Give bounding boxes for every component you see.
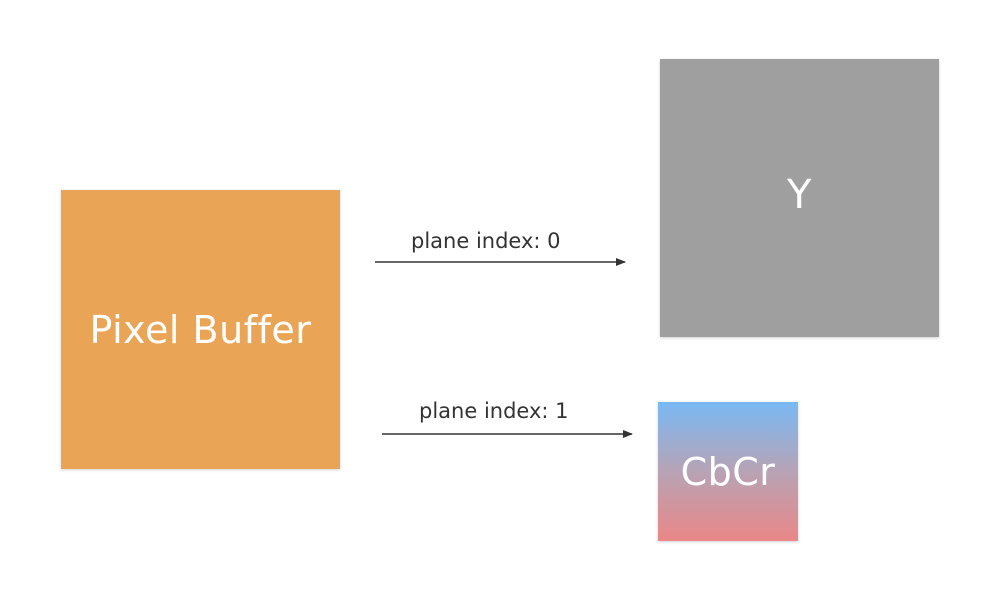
arrow-label-plane-0: plane index: 0 — [411, 229, 561, 253]
plane-y-label: Y — [787, 172, 812, 218]
pixel-buffer-box: Pixel Buffer — [61, 190, 340, 469]
plane-cbcr-box: CbCr — [658, 402, 798, 541]
pixel-buffer-label: Pixel Buffer — [89, 307, 312, 352]
arrow-label-plane-1: plane index: 1 — [419, 399, 569, 423]
plane-cbcr-label: CbCr — [680, 449, 776, 494]
plane-y-box: Y — [660, 59, 939, 337]
